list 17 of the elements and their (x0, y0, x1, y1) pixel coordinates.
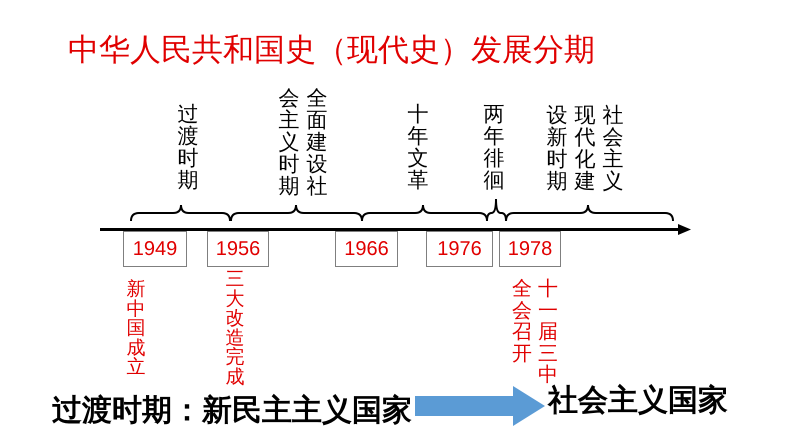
year-box: 1978 (499, 231, 561, 267)
year-box: 1976 (426, 231, 493, 267)
event-label: 三大改造完成 (226, 270, 244, 387)
block-arrow (415, 386, 545, 426)
period-label: 十年文革 (408, 103, 428, 191)
year-box: 1956 (207, 231, 269, 267)
title: 中华人民共和国史（现代史）发展分期 (68, 31, 595, 69)
stage-label: 过渡时期：新民主主义国家 (52, 393, 412, 429)
period-label: 过渡时期 (178, 103, 198, 191)
period-label: 两年徘徊 (484, 103, 504, 191)
stage-label: 社会主义国家 (548, 383, 728, 419)
event-label: 十一届三中全会召开 (512, 278, 558, 386)
year-box: 1966 (335, 231, 398, 267)
period-label: 全面建设社会主义时期 (278, 87, 328, 197)
year-box: 1949 (123, 231, 187, 267)
event-label: 新中国成立 (126, 280, 146, 378)
period-label: 社会主义现代化建设新时期 (546, 104, 624, 192)
